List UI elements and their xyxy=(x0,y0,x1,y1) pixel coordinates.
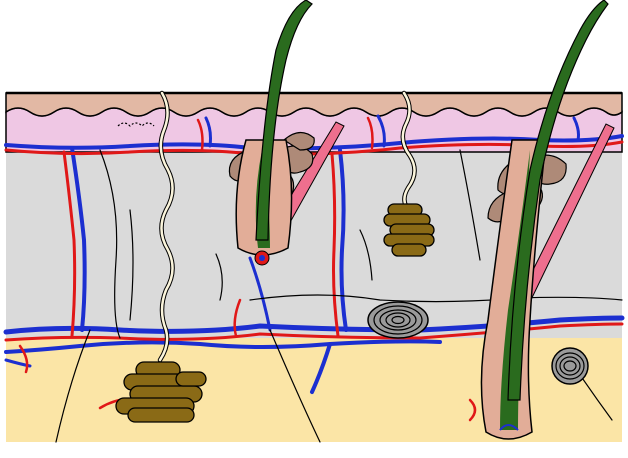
pacinian-corpuscle-hypodermis xyxy=(552,348,588,384)
pacinian-corpuscle-dermis xyxy=(368,302,428,338)
